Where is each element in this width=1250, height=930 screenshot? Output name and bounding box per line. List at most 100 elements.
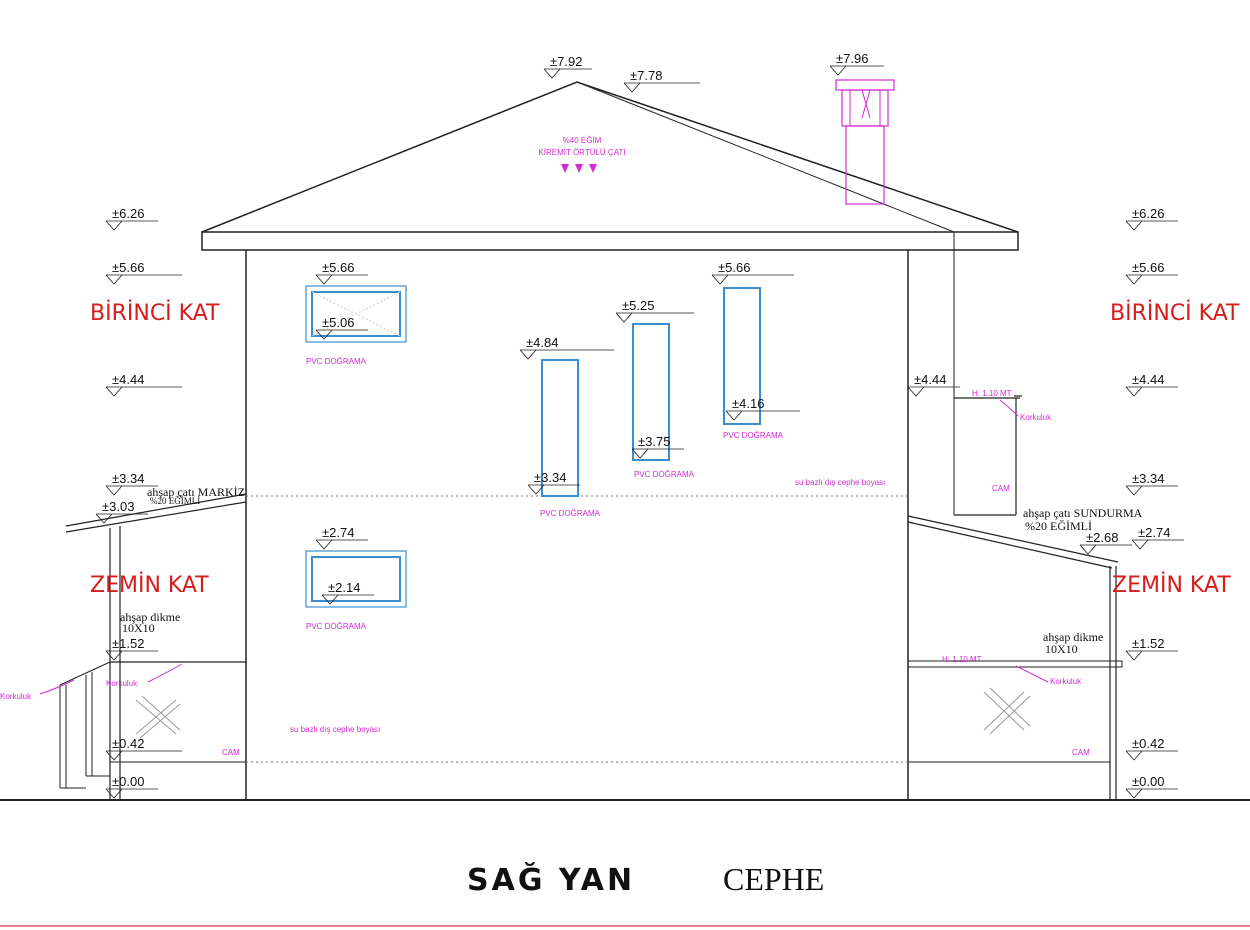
level-triangle-icon [623,82,641,93]
level-marker: ±4.44 [1125,372,1178,397]
floor-label-first-right: BİRİNCİ KAT [1110,300,1240,326]
level-triangle-icon [315,539,333,550]
level-triangle-icon [321,594,339,605]
level-triangle-icon [1125,485,1143,496]
level-marker: ±2.14 [321,580,374,605]
window-4 [723,287,761,425]
level-value: ±6.26 [112,206,144,221]
level-triangle-icon [95,513,113,524]
sundurma-label-line2: %20 EĞİMLİ [1025,519,1092,533]
level-triangle-icon [527,484,545,495]
level-triangle-icon [615,312,633,323]
paint-label-upper: su bazlı dış cephe boyası [795,478,885,487]
level-triangle-icon [829,65,847,76]
markiz-label-line1: ahşap çatı MARKİZ [147,485,245,499]
level-value: ±7.92 [550,54,582,69]
level-triangle-icon [105,274,123,285]
level-value: ±5.06 [322,315,354,330]
level-triangle-icon [1125,274,1143,285]
level-value: ±3.34 [534,470,566,485]
cam-label-right: CAM [1072,748,1090,757]
level-marker: ±1.52 [1125,636,1178,661]
level-value: ±0.00 [112,774,144,789]
markiz-label-line2: %20 EĞİMLİ [150,496,200,506]
level-value: ±5.25 [622,298,654,313]
level-marker: ±0.00 [1125,774,1178,799]
level-triangle-icon [105,788,123,799]
window-1 [305,285,407,343]
level-marker: ±0.42 [1125,736,1178,761]
level-marker: ±6.26 [105,206,158,231]
level-marker: ±5.25 [615,298,694,323]
h110-label-ground: H: 1.10 MT [942,655,982,664]
level-triangle-icon [105,220,123,231]
level-triangle-icon [907,386,925,397]
level-value: ±3.03 [102,499,134,514]
level-markers: ±7.92 ±7.78 ±7.96 ±6.26 ±5.66 ±4.44 ±3.34 ±3.03… [95,51,1184,799]
level-triangle-icon [105,650,123,661]
chimney [835,79,895,205]
level-marker: ±0.00 [105,774,158,799]
building-outline [0,81,1250,801]
korkuluk-label-right: Korkuluk [1050,677,1082,686]
level-value: ±7.78 [630,68,662,83]
level-value: ±0.42 [1132,736,1164,751]
level-marker: ±1.52 [105,636,158,661]
h110-label-balcony: H: 1.10 MT [972,389,1012,398]
title-main: SAĞ YAN [467,861,635,898]
level-marker: ±7.92 [543,54,592,79]
dikme-label-left-line2: 10X10 [122,621,155,635]
floor-label-first-left: BİRİNCİ KAT [90,300,220,326]
level-triangle-icon [1079,544,1097,555]
level-triangle-icon [105,485,123,496]
level-triangle-icon [105,750,123,761]
level-marker: ±4.44 [907,372,960,397]
level-marker: ±5.66 [315,260,368,285]
level-value: ±5.66 [112,260,144,275]
cam-label-left: CAM [222,748,240,757]
slope-arrow-icon [561,164,569,173]
level-value: ±3.34 [1132,471,1164,486]
level-marker: ±4.16 [725,396,800,421]
floor-label-ground-right: ZEMİN KAT [1112,572,1231,598]
pvc-label-w3: PVC DOĞRAMA [634,470,695,479]
annotations: PVC DOĞRAMA PVC DOĞRAMA PVC DOĞRAMA PVC … [0,357,1143,757]
level-value: ±4.44 [112,372,144,387]
drawing-title: SAĞ YAN CEPHE [467,861,824,898]
level-marker: ±0.42 [105,736,182,761]
level-marker: ±5.66 [105,260,182,285]
level-value: ±2.68 [1086,530,1118,545]
level-value: ±4.44 [914,372,946,387]
roof-slope-note: %40 EĞİM KİREMİT ÖRTÜLÜ ÇATI [538,136,626,173]
level-marker: ±5.66 [1125,260,1178,285]
level-marker: ±3.34 [527,470,580,495]
level-value: ±1.52 [112,636,144,651]
level-marker: ±3.75 [631,434,684,459]
window-2 [541,359,579,497]
sundurma-label-line1: ahşap çatı SUNDURMA [1023,506,1143,520]
level-value: ±3.75 [638,434,670,449]
level-value: ±6.26 [1132,206,1164,221]
level-triangle-icon [1131,539,1149,550]
roof-slope-line1: %40 EĞİM [563,136,602,145]
slope-arrow-icon [589,164,597,173]
level-triangle-icon [1125,650,1143,661]
left-annex [59,493,247,800]
korkuluk-label-balcony: Korkuluk [1020,413,1052,422]
level-triangle-icon [315,274,333,285]
level-marker: ±5.66 [711,260,794,285]
level-value: ±7.96 [836,51,868,66]
level-triangle-icon [1125,386,1143,397]
floor-label-ground-left: ZEMİN KAT [90,572,209,598]
level-triangle-icon [543,68,561,79]
level-marker: ±4.44 [105,372,182,397]
level-triangle-icon [1125,788,1143,799]
pvc-label-w1: PVC DOĞRAMA [306,357,367,366]
level-triangle-icon [631,448,649,459]
level-marker: ±6.26 [1125,206,1178,231]
level-value: ±5.66 [718,260,750,275]
level-marker: ±3.34 [1125,471,1178,496]
level-value: ±0.00 [1132,774,1164,789]
level-marker: ±2.74 [1131,525,1184,550]
